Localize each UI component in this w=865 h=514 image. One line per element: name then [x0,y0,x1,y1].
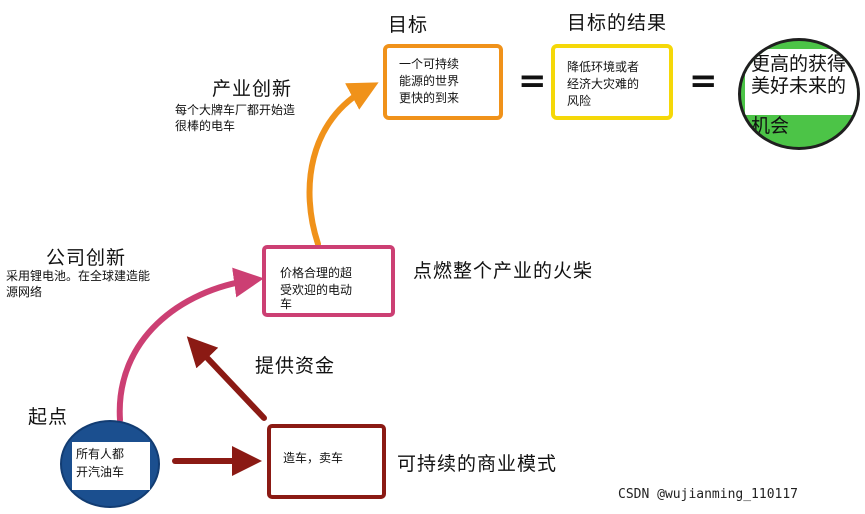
start-circle-line: 开汽油车 [76,465,125,479]
result-title: 目标的结果 [567,12,668,34]
industry-innovation-line: 很棒的电车 [175,119,236,133]
goal-title: 目标 [388,14,429,36]
spark-box-line: 车 [280,297,293,311]
business-box-text: 造车，卖车 [283,451,344,465]
spark-box-line: 价格合理的超 [280,266,353,280]
result-box: 降低环境或者 经济大灾难的 风险 [551,44,673,120]
result-box-line: 经济大灾难的 [567,77,640,91]
goal-box-line: 一个可持续 [399,57,460,71]
goal-box-line: 更快的到来 [399,91,460,105]
outcome-line: 机会 [751,115,790,137]
goal-box-line: 能源的世界 [399,74,460,88]
spark-box-line: 受欢迎的电动 [280,283,353,297]
business-caption: 可持续的商业模式 [397,453,558,475]
start-circle: 所有人都 开汽油车 [60,420,160,508]
start-title: 起点 [28,406,69,428]
arrow-funding [186,336,267,421]
outcome-circle: 更高的获得 美好未来的 机会 [738,38,860,150]
outcome-line: 更高的获得 [751,53,847,75]
result-box-line: 降低环境或者 [567,60,640,74]
result-box-line: 风险 [567,94,592,108]
company-innovation-line: 采用锂电池。在全球建造能 [6,269,151,283]
start-text-panel: 所有人都 开汽油车 [72,442,150,490]
outcome-text-panel: 更高的获得 美好未来的 [745,49,857,115]
spark-box: 价格合理的超 受欢迎的电动 车 [262,245,395,317]
company-innovation-line: 源网络 [6,285,43,299]
spark-caption: 点燃整个产业的火柴 [413,260,594,282]
funding-label: 提供资金 [255,355,336,377]
outcome-line: 美好未来的 [751,75,847,97]
goal-box: 一个可持续 能源的世界 更快的到来 [383,44,503,120]
company-innovation-title: 公司创新 [46,247,127,269]
equals-sign: = [689,61,718,101]
industry-innovation-title: 产业创新 [212,78,293,100]
start-circle-line: 所有人都 [76,447,125,461]
watermark: CSDN @wujianming_110117 [618,487,799,502]
arrow-industry [306,82,379,247]
industry-innovation-line: 每个大牌车厂都开始造 [175,103,296,117]
industry-innovation-desc: 每个大牌车厂都开始造 很棒的电车 [175,102,295,134]
arrow-company [116,267,264,423]
equals-sign: = [518,61,547,101]
company-innovation-desc: 采用锂电池。在全球建造能 源网络 [6,268,150,300]
business-box: 造车，卖车 [267,424,386,499]
